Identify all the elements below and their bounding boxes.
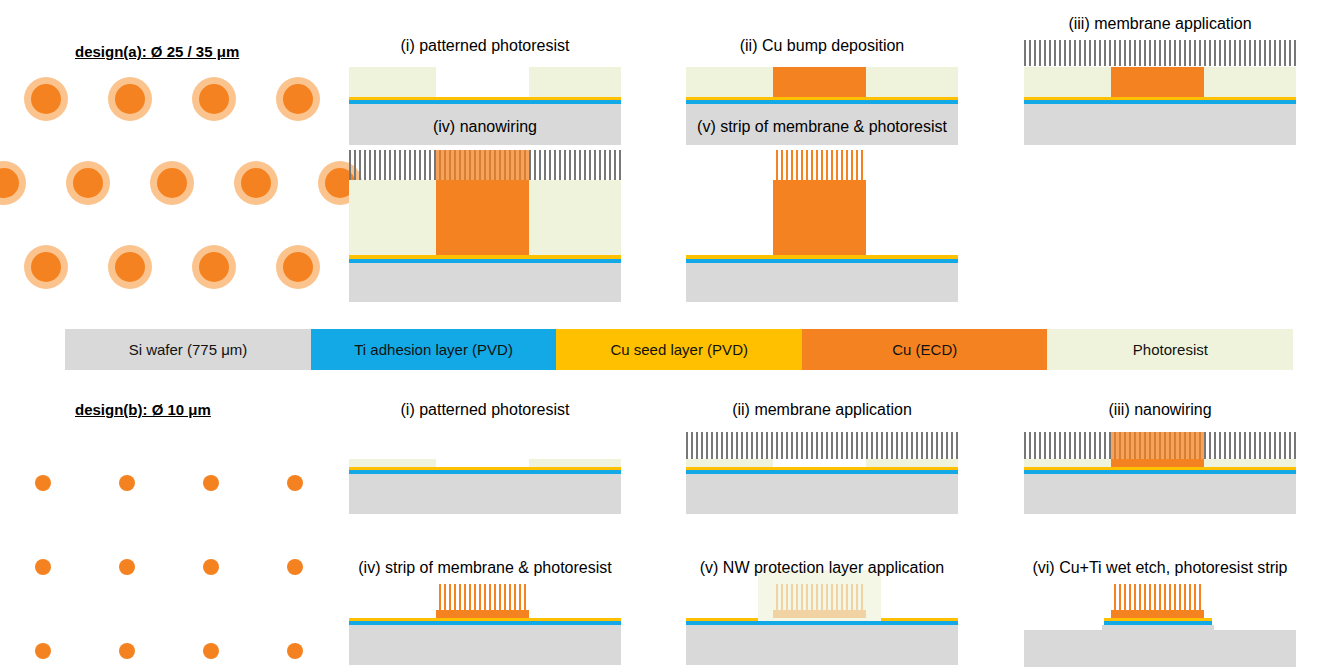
legend-swatch: Si wafer (775 μm) [65,329,311,370]
step-title: (v) NW protection layer application [700,558,945,578]
cross-section [686,432,958,514]
legend-swatch: Cu seed layer (PVD) [556,329,802,370]
design-heading: design(b): Ø 10 μm [75,400,211,420]
bump-array-a [0,77,362,289]
cross-section [349,584,621,665]
step-title: (v) strip of membrane & photoresist [697,117,947,137]
step-title: (iv) strip of membrane & photoresist [358,558,611,578]
cross-section [349,150,621,302]
step-title: (vi) Cu+Ti wet etch, photoresist strip [1032,558,1287,578]
step-title: (iv) nanowiring [433,117,537,137]
step-title: (i) patterned photoresist [401,36,570,56]
bump-array-b [35,475,303,659]
cross-section [686,67,958,145]
cross-section [686,150,958,302]
legend-text: Si wafer (775 μm) [129,341,248,358]
cross-section [1024,432,1296,514]
cross-section [1024,40,1296,145]
legend-text: Cu (ECD) [892,341,957,358]
design-heading: design(a): Ø 25 / 35 μm [75,42,239,62]
legend-text: Cu seed layer (PVD) [610,341,748,358]
cross-section [349,459,621,514]
legend-text: Photoresist [1133,341,1208,358]
step-title: (iii) membrane application [1068,14,1251,34]
legend-swatch: Ti adhesion layer (PVD) [311,329,557,370]
cross-section [686,570,958,665]
step-title: (ii) membrane application [732,400,912,420]
legend-swatch: Photoresist [1047,329,1293,370]
legend-text: Ti adhesion layer (PVD) [354,341,513,358]
step-title: (i) patterned photoresist [401,400,570,420]
legend-swatch: Cu (ECD) [802,329,1048,370]
cross-section [1024,584,1296,667]
step-title: (ii) Cu bump deposition [740,36,905,56]
step-title: (iii) nanowiring [1108,400,1211,420]
cross-section [349,67,621,145]
